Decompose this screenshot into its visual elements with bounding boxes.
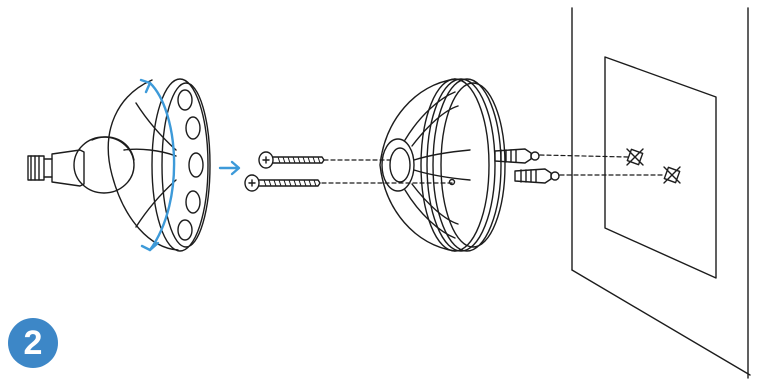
base-plate-icon — [379, 78, 506, 252]
screw-icon — [244, 151, 325, 192]
wall-icon — [571, 7, 751, 379]
direction-arrow-icon — [218, 160, 241, 176]
step-number-badge: 2 — [8, 318, 58, 368]
guide-lines — [321, 154, 665, 184]
rotate-arrow-icon — [139, 78, 176, 252]
mount-head-icon — [27, 78, 211, 252]
drill-mark-icon — [626, 148, 681, 184]
